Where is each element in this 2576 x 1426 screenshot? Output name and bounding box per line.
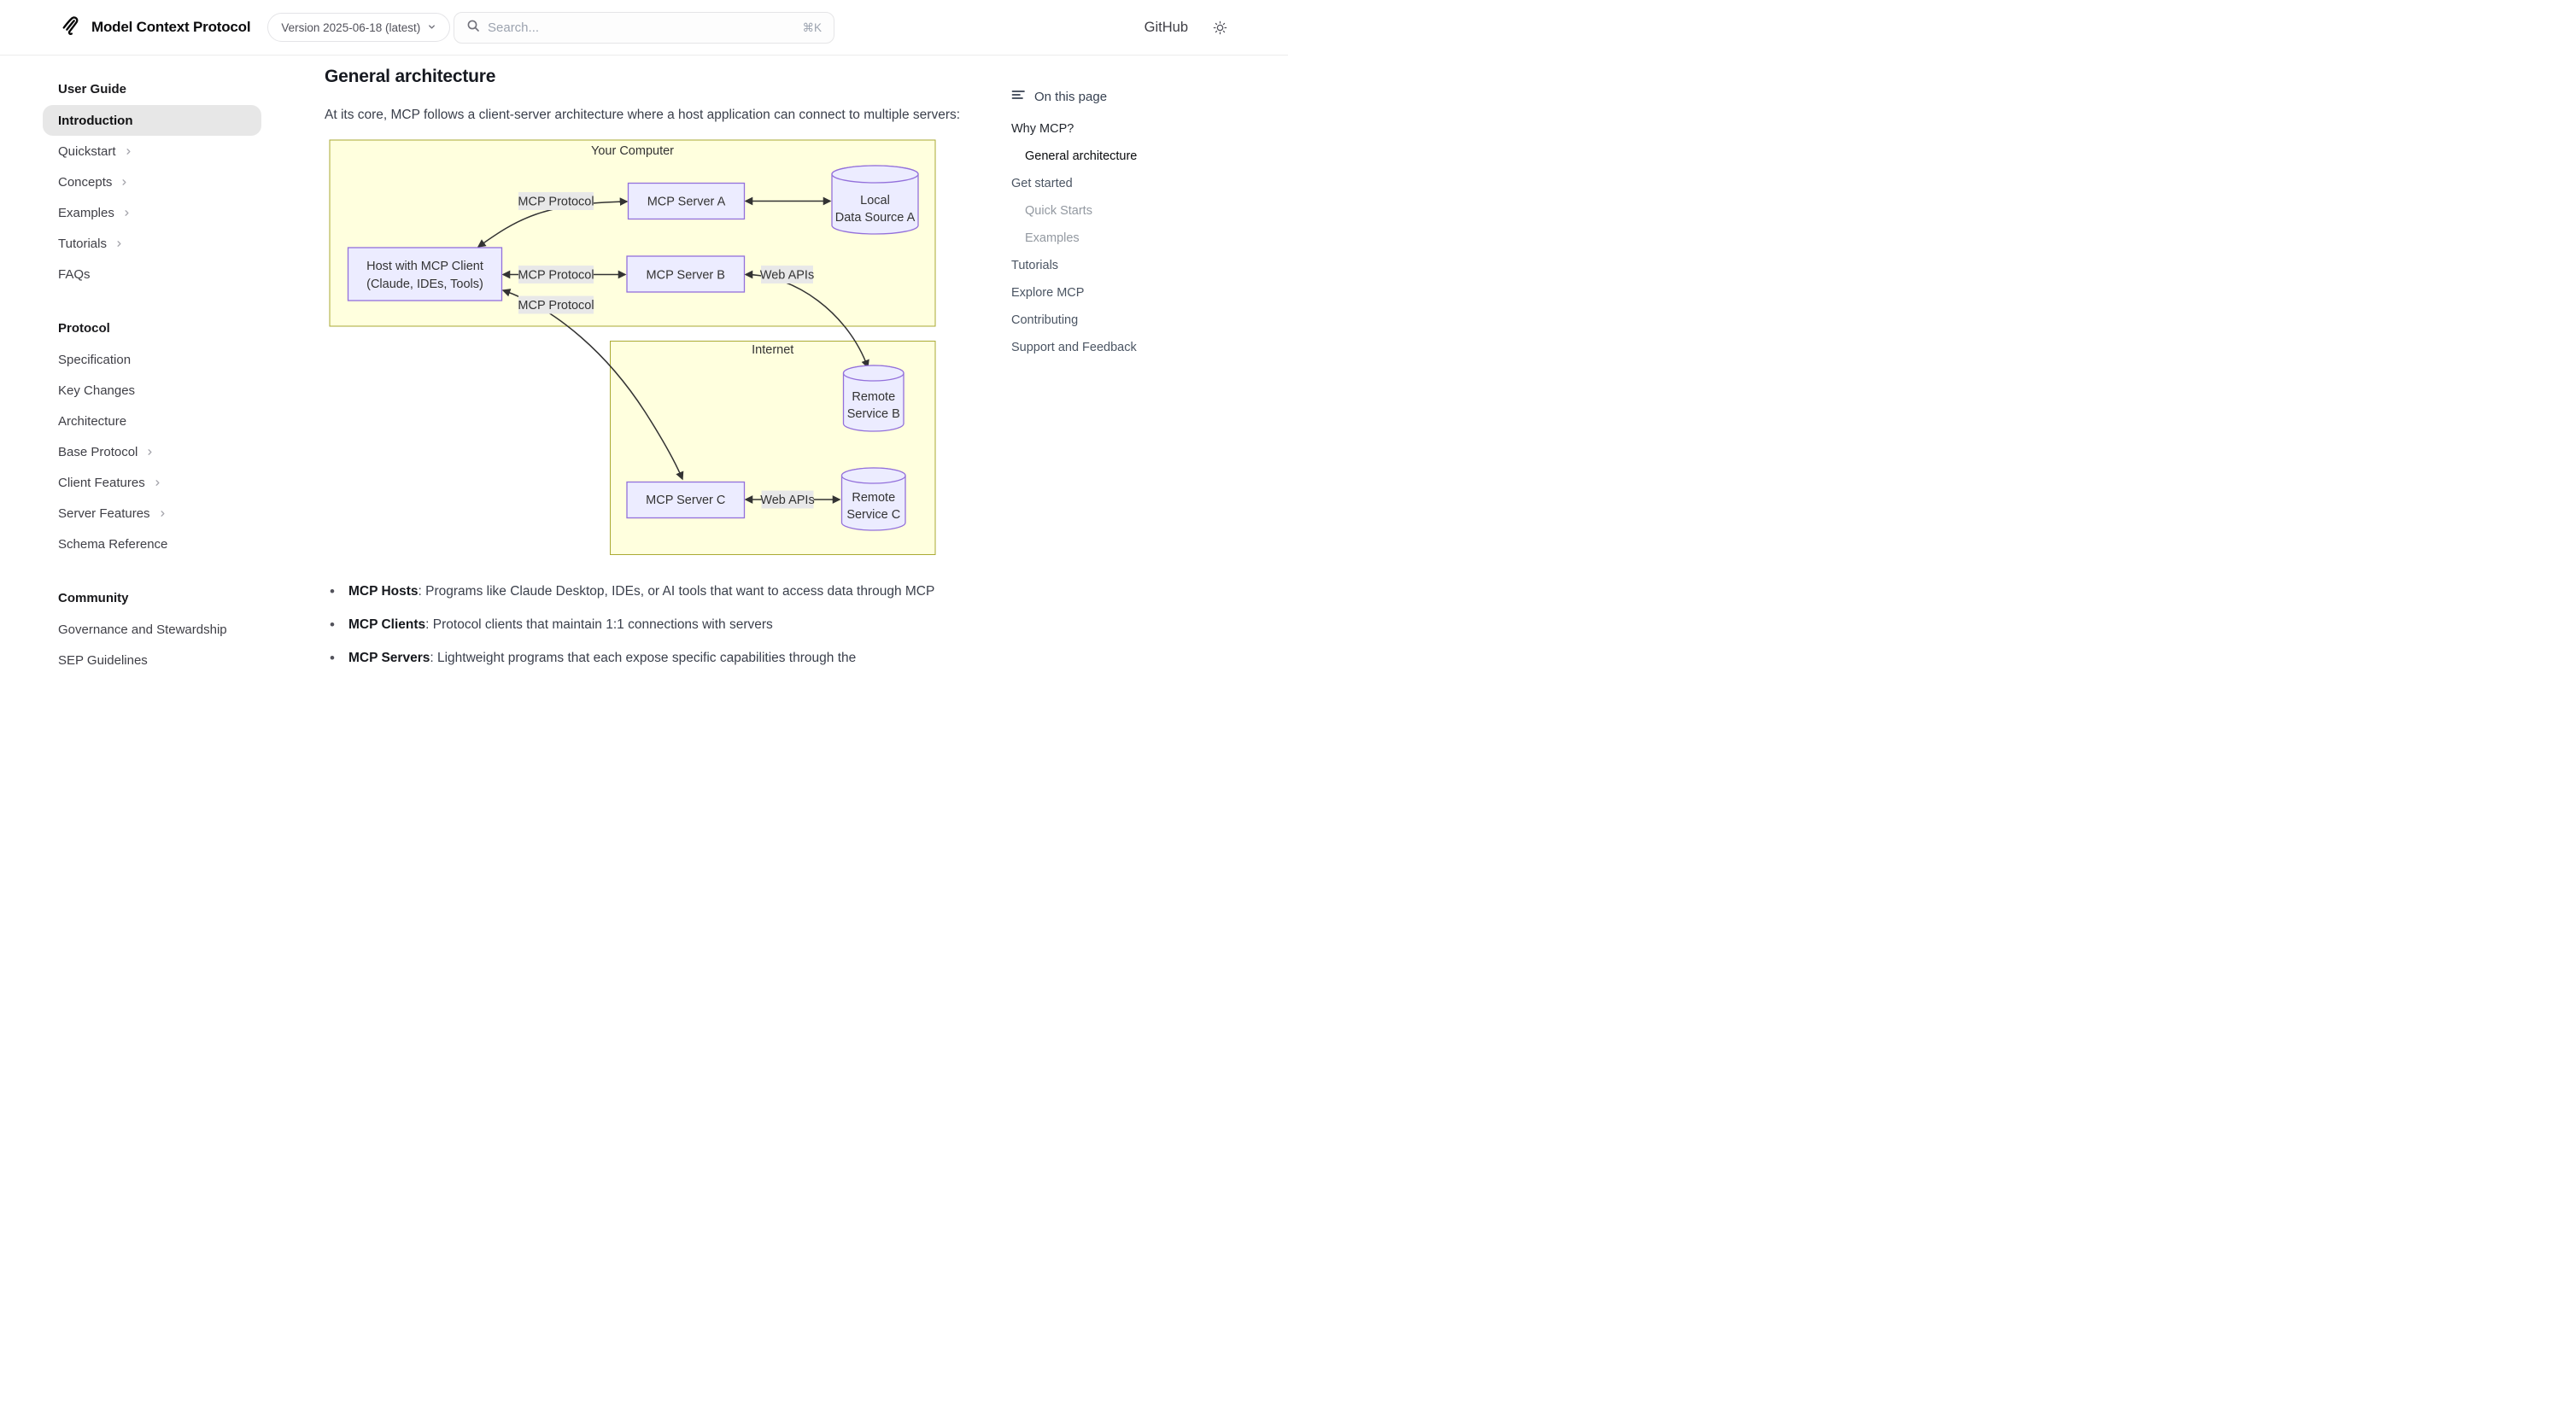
sidebar-item-tutorials[interactable]: Tutorials (43, 228, 261, 259)
sidebar-item-concepts[interactable]: Concepts (43, 167, 261, 197)
intro-paragraph: At its core, MCP follows a client-server… (325, 108, 961, 122)
sidebar-section-community: Community (58, 591, 129, 605)
search-bar[interactable]: ⌘K (454, 12, 834, 44)
main-content: General architecture At its core, MCP fo… (325, 56, 999, 679)
edge-label-bg (518, 192, 594, 210)
mcp-protocol-label-3: MCP Protocol (518, 299, 594, 313)
remote-service-b-label: Remote (852, 390, 895, 404)
list-item: MCP Clients: Protocol clients that maint… (325, 612, 944, 637)
toc-header: On this page (1011, 88, 1276, 105)
chevron-right-icon (114, 239, 124, 248)
toc-item-explore-mcp[interactable]: Explore MCP (1011, 286, 1085, 300)
sidebar-item-client-features[interactable]: Client Features (43, 467, 261, 498)
toc-item-contributing[interactable]: Contributing (1011, 313, 1079, 327)
host-node-label: (Claude, IDEs, Tools) (366, 278, 483, 291)
sidebar-item-key-changes[interactable]: Key Changes (58, 383, 136, 398)
edge-label-bg (518, 295, 594, 314)
sidebar-item-governance[interactable]: Governance and Stewardship (58, 622, 227, 637)
sidebar-item-specification[interactable]: Specification (58, 352, 132, 367)
chevron-right-icon (145, 447, 155, 457)
sidebar-item-base-protocol[interactable]: Base Protocol (43, 436, 261, 467)
chevron-right-icon (153, 478, 162, 488)
chevron-right-icon (120, 178, 129, 187)
sidebar-item-introduction[interactable]: Introduction (43, 105, 261, 136)
toc-list-icon (1011, 88, 1025, 105)
toc-item-examples[interactable]: Examples (1025, 231, 1080, 245)
page-title: General architecture (325, 67, 496, 86)
internet-label: Internet (752, 343, 793, 357)
toc-item-get-started[interactable]: Get started (1011, 177, 1073, 190)
edge-host-server-a (477, 197, 629, 248)
list-item: MCP Servers: Lightweight programs that e… (325, 646, 944, 670)
sidebar-item-faqs[interactable]: FAQs (58, 266, 91, 282)
toc-item-why-mcp[interactable]: Why MCP? (1011, 122, 1074, 136)
on-this-page-panel: On this page Why MCP? General architectu… (1011, 88, 1276, 367)
site-title: Model Context Protocol (91, 19, 251, 35)
mcp-server-b-node (626, 255, 746, 293)
remote-service-b-label: Service B (847, 407, 900, 421)
search-shortcut-hint: ⌘K (802, 20, 822, 34)
search-input[interactable] (488, 20, 795, 35)
sidebar-item-server-features[interactable]: Server Features (43, 498, 261, 529)
toc-item-tutorials[interactable]: Tutorials (1011, 259, 1059, 272)
edge-label-bg (518, 266, 594, 283)
mcp-server-a-label: MCP Server A (647, 196, 726, 209)
remote-service-c-label: Service C (846, 508, 900, 522)
top-navbar: Model Context Protocol Version 2025-06-1… (0, 0, 1288, 56)
edge-label-bg (761, 490, 814, 509)
remote-service-c-label: Remote (852, 491, 895, 505)
sidebar-item-quickstart[interactable]: Quickstart (43, 136, 261, 167)
mcp-server-c-label: MCP Server C (646, 494, 725, 507)
host-node-label: Host with MCP Client (366, 260, 483, 273)
chevron-right-icon (124, 147, 133, 156)
mcp-logo-icon (60, 14, 83, 41)
github-link[interactable]: GitHub (1144, 20, 1188, 35)
web-apis-label-1: Web APIs (760, 269, 814, 283)
mcp-server-b-label: MCP Server B (647, 269, 725, 283)
local-data-source-a-label: Local (860, 194, 890, 207)
edge-label-bg (761, 266, 813, 283)
mcp-server-c-node (626, 481, 746, 519)
toc-item-general-architecture[interactable]: General architecture (1025, 149, 1138, 163)
your-computer-label: Your Computer (591, 144, 674, 158)
toc-item-support-and-feedback[interactable]: Support and Feedback (1011, 341, 1137, 354)
chevron-down-icon (427, 21, 436, 34)
architecture-diagram: Your Computer Internet MCP Protocol MCP … (329, 139, 936, 555)
host-node (347, 247, 503, 301)
search-icon (466, 19, 480, 37)
chevron-right-icon (158, 509, 167, 518)
brand-home-link[interactable]: Model Context Protocol (60, 14, 251, 41)
sidebar-item-examples[interactable]: Examples (43, 197, 261, 228)
version-selector[interactable]: Version 2025-06-18 (latest) (267, 13, 451, 42)
mcp-protocol-label-2: MCP Protocol (518, 269, 594, 283)
sidebar-section-protocol: Protocol (58, 321, 110, 336)
sidebar-section-user-guide: User Guide (58, 82, 127, 96)
chevron-right-icon (122, 208, 132, 218)
toc-item-quick-starts[interactable]: Quick Starts (1025, 204, 1092, 218)
list-item: MCP Hosts: Programs like Claude Desktop,… (325, 579, 944, 604)
theme-toggle-sun-icon[interactable] (1212, 20, 1228, 36)
sidebar-item-architecture[interactable]: Architecture (58, 413, 127, 429)
sidebar-item-schema-reference[interactable]: Schema Reference (58, 536, 168, 552)
remote-service-b-node (842, 365, 905, 382)
left-sidebar: User Guide Introduction Quickstart Conce… (43, 56, 261, 675)
local-data-source-a-node (831, 165, 919, 184)
web-apis-label-2: Web APIs (760, 494, 814, 507)
local-data-source-a-label: Data Source A (835, 211, 916, 225)
remote-service-c-node (840, 467, 906, 484)
mcp-server-a-node (627, 182, 746, 220)
concepts-list: MCP Hosts: Programs like Claude Desktop,… (325, 579, 999, 670)
mcp-protocol-label-1: MCP Protocol (518, 196, 594, 209)
sidebar-item-sep-guidelines[interactable]: SEP Guidelines (58, 652, 148, 668)
